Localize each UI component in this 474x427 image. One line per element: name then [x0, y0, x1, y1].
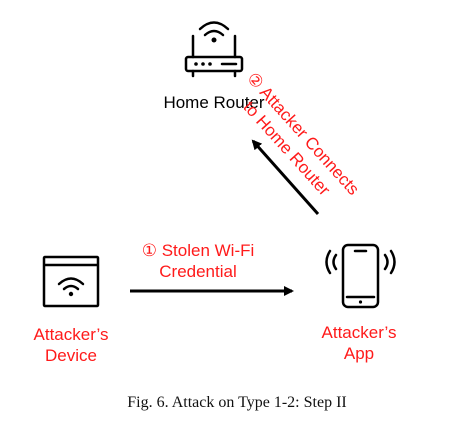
browser-window-wifi-icon — [42, 255, 100, 308]
step1-text: Stolen Wi-Fi — [161, 241, 255, 260]
step1-label: ① Stolen Wi-Fi Credential — [120, 240, 276, 282]
attacker-app-line2: App — [343, 344, 375, 363]
figure-caption: Fig. 6. Attack on Type 1-2: Step II — [127, 394, 347, 411]
router-icon — [184, 21, 244, 78]
step1-line1: ① Stolen Wi-Fi — [120, 240, 276, 261]
attacker-device-label: Attacker’s Device — [12, 324, 130, 366]
attacker-device-line1: Attacker’s — [33, 325, 109, 344]
step1-line2: Credential — [159, 262, 237, 281]
home-router-label: Home Router — [150, 92, 278, 113]
smartphone-icon — [325, 243, 396, 309]
attacker-device-line2: Device — [45, 346, 97, 365]
home-router-text: Home Router — [163, 93, 265, 112]
step1-number: ① — [141, 241, 157, 260]
arrow-step2 — [251, 139, 320, 215]
attacker-app-line1: Attacker’s — [321, 323, 397, 342]
attacker-app-label: Attacker’s App — [300, 322, 418, 364]
